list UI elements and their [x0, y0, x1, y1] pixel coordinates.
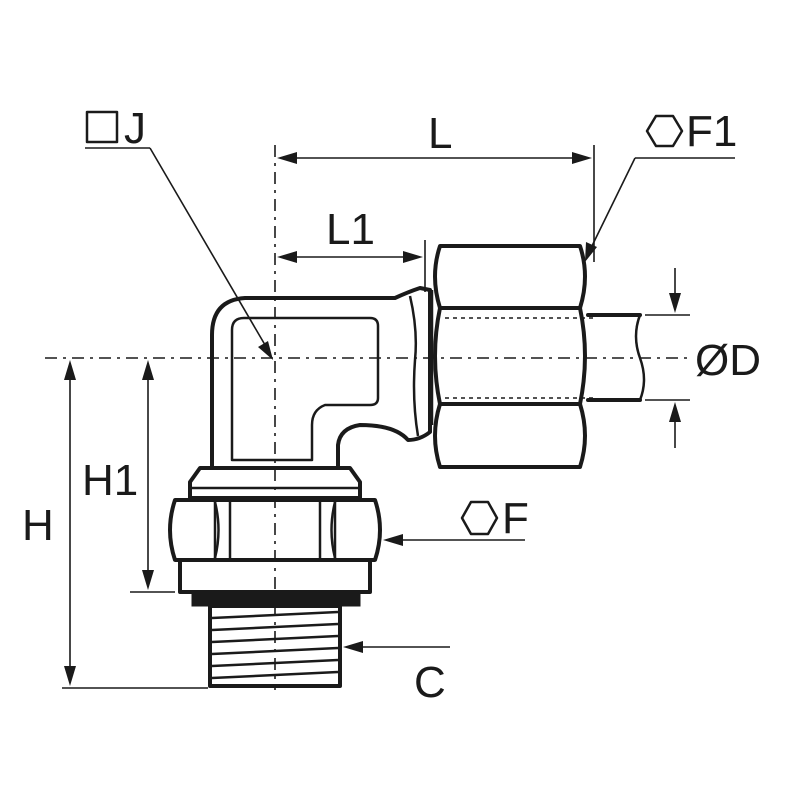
leader-f [383, 534, 525, 546]
dimension-d [645, 268, 690, 448]
hexagon-icon [460, 500, 499, 536]
dimension-h1 [130, 360, 175, 593]
leader-f1 [585, 157, 735, 262]
thread [191, 591, 361, 688]
label-f: F [502, 494, 529, 543]
label-d: ØD [695, 336, 761, 385]
label-h1: H1 [82, 456, 138, 505]
label-l: L [428, 109, 452, 158]
leader-c [343, 641, 450, 653]
leader-j [85, 147, 273, 360]
label-l1: L1 [326, 205, 375, 254]
label-c: C [414, 658, 446, 707]
dimension-l1 [277, 240, 426, 292]
label-f1: F1 [686, 107, 737, 156]
elbow-body [210, 286, 432, 470]
dimension-l [277, 145, 595, 262]
label-h: H [22, 501, 54, 550]
tube [586, 313, 646, 402]
label-j: J [124, 104, 146, 153]
hexagon-icon [645, 114, 684, 148]
square-icon [85, 110, 119, 144]
swivel-nut [430, 244, 595, 469]
dimension-h [62, 360, 208, 689]
